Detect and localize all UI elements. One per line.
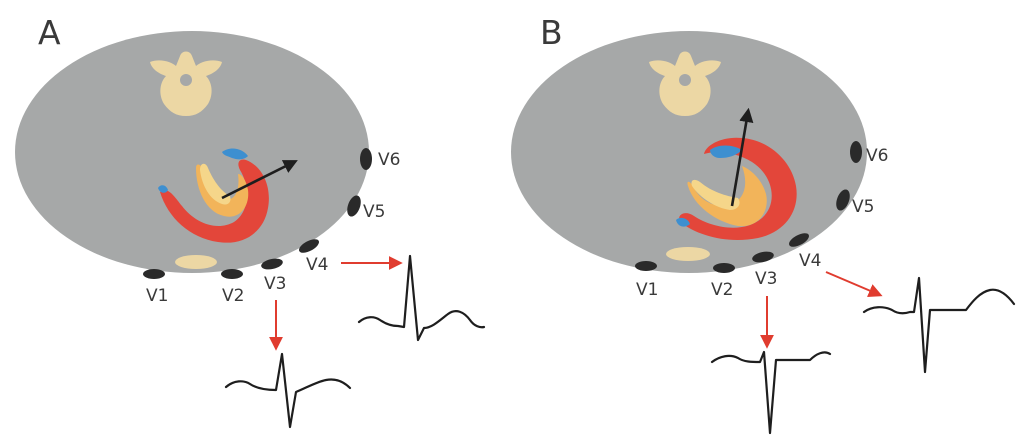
lead-label-v1: V1	[636, 280, 658, 300]
lead-label-v6: V6	[378, 150, 400, 170]
heart-cross-section-icon	[676, 137, 797, 241]
lead-label-v2: V2	[711, 280, 733, 300]
panel-a-label: A	[38, 13, 61, 52]
electrode-icon	[635, 261, 657, 271]
vertebra-icon	[150, 51, 222, 116]
lead-v4-arrow	[825, 271, 883, 298]
panel-a: A V1 V2 V3 V4 V5 V6	[15, 13, 486, 429]
electrode-icon	[789, 233, 809, 247]
lead-label-v5: V5	[852, 197, 874, 217]
electrode-icon	[360, 148, 372, 170]
vector-arrow-icon	[221, 160, 298, 200]
electrode-icon	[261, 258, 283, 270]
electrode-icon	[752, 251, 774, 263]
panel-b: B V1 V2 V3 V4 V5 V6	[511, 13, 1016, 435]
electrode-icon	[143, 269, 165, 279]
sternum	[175, 255, 217, 269]
lead-label-v5: V5	[363, 202, 385, 222]
lead-label-v3: V3	[264, 274, 286, 294]
lead-label-v3: V3	[755, 269, 777, 289]
electrode-icon	[221, 269, 243, 279]
ecg-trace-icon	[862, 276, 1016, 374]
electrode-icon	[836, 189, 850, 211]
ecg-trace-icon	[710, 350, 832, 435]
ecg-trace-icon	[357, 254, 486, 342]
electrode-icon	[713, 263, 735, 273]
torso-cross-section	[15, 31, 369, 273]
lead-label-v4: V4	[306, 255, 328, 275]
panel-b-label: B	[540, 13, 563, 52]
vector-arrow-icon	[730, 107, 754, 207]
lead-label-v4: V4	[799, 251, 821, 271]
lead-label-v2: V2	[222, 286, 244, 306]
ecg-trace-icon	[224, 352, 352, 429]
electrode-icon	[347, 195, 361, 217]
lead-label-v1: V1	[146, 286, 168, 306]
heart-cross-section-icon	[158, 148, 269, 243]
electrode-icon	[299, 239, 319, 253]
vertebra-icon	[649, 51, 721, 116]
electrode-icon	[850, 141, 862, 163]
lead-label-v6: V6	[866, 146, 888, 166]
sternum	[666, 247, 710, 261]
